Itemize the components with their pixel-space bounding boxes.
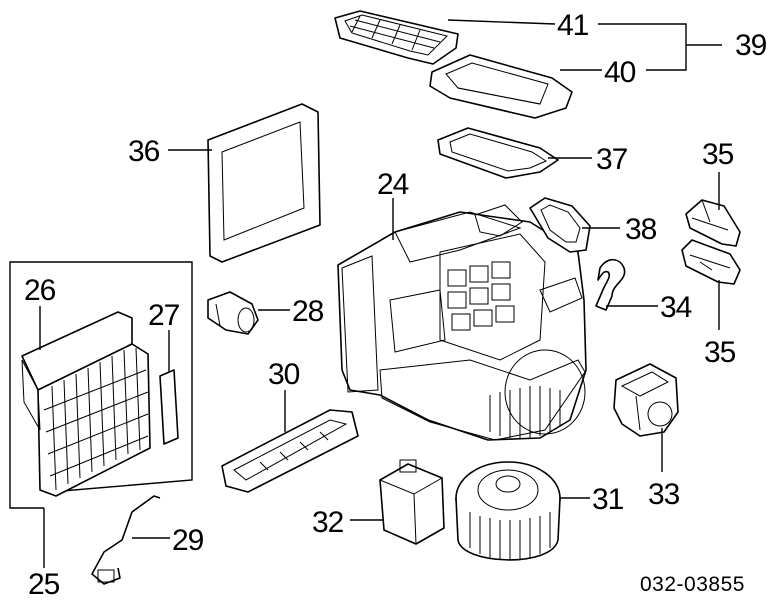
callout-27: 27 <box>148 299 180 332</box>
assembly-box-25 <box>9 261 193 509</box>
callout-39: 39 <box>735 29 767 62</box>
callout-26: 26 <box>24 274 56 307</box>
actuator-35-upper <box>685 199 741 247</box>
valve-28 <box>207 291 259 335</box>
hose-34 <box>595 258 626 311</box>
callout-34: 34 <box>660 291 692 324</box>
actuator-motor-33 <box>613 363 679 437</box>
callout-24: 24 <box>377 168 409 201</box>
callout-33: 33 <box>648 478 680 511</box>
callout-41: 41 <box>557 9 589 42</box>
callout-40: 40 <box>604 56 636 89</box>
callout-32: 32 <box>312 506 344 539</box>
duct-30 <box>221 409 359 493</box>
frame-36 <box>207 103 321 263</box>
callout-37: 37 <box>596 143 628 176</box>
filter-housing-40 <box>429 54 573 119</box>
evaporator-26 <box>21 311 151 497</box>
callout-25: 25 <box>28 568 60 600</box>
callout-35-bottom: 35 <box>704 336 736 369</box>
callout-38: 38 <box>625 213 657 246</box>
filter-element-41 <box>334 10 459 65</box>
heater-unit-24 <box>337 204 587 441</box>
seal-37 <box>437 127 559 179</box>
gasket-38 <box>529 197 591 253</box>
callout-28: 28 <box>292 295 324 328</box>
callout-35-top: 35 <box>702 138 734 171</box>
sensor-27 <box>159 369 179 445</box>
leader-lines <box>39 19 722 568</box>
blower-motor-31 <box>455 461 561 561</box>
diagram-code: 032-03855 <box>640 573 745 596</box>
actuator-35-lower <box>681 239 741 285</box>
callout-30: 30 <box>268 358 300 391</box>
callout-36: 36 <box>128 135 160 168</box>
callout-31: 31 <box>592 483 624 516</box>
callout-29: 29 <box>172 524 204 557</box>
thermistor-29 <box>91 495 161 585</box>
resistor-32 <box>378 459 445 545</box>
